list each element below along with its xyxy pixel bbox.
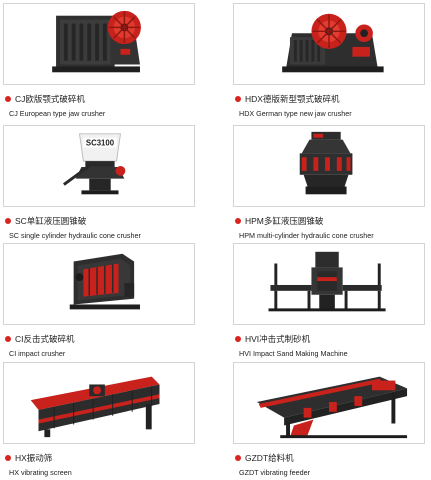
bullet-icon xyxy=(5,336,11,342)
product-image-gzdt[interactable] xyxy=(233,362,425,444)
product-image-sc[interactable]: SC3100 xyxy=(3,125,195,207)
product-title-en[interactable]: HPM multi-cylinder hydraulic cone crushe… xyxy=(239,231,374,240)
product-title-en[interactable]: CI impact crusher xyxy=(9,349,66,358)
product-image-hdx[interactable] xyxy=(233,3,425,85)
product-image-cj[interactable] xyxy=(3,3,195,85)
jaw-crusher-icon xyxy=(282,13,384,73)
product-caption-cj: CJ欧版颚式破碎机 CJ European type jaw crusher xyxy=(3,93,203,118)
bullet-icon xyxy=(5,96,11,102)
product-caption-hvi: HVI冲击式制砂机 HVI Impact Sand Making Machine xyxy=(233,333,431,358)
product-title-zh[interactable]: HPM多缸液压圆锥破 xyxy=(245,216,324,226)
product-title-zh[interactable]: CI反击式破碎机 xyxy=(15,334,75,344)
impact-crusher-icon xyxy=(69,253,140,310)
product-title-en[interactable]: HVI Impact Sand Making Machine xyxy=(239,349,348,358)
product-title-en[interactable]: SC single cylinder hydraulic cone crushe… xyxy=(9,231,141,240)
product-caption-sc: SC单缸液压圆锥破 SC single cylinder hydraulic c… xyxy=(3,215,203,240)
product-caption-gzdt: GZDT给料机 GZDT vibrating feeder xyxy=(233,452,431,477)
product-title-zh[interactable]: CJ欧版颚式破碎机 xyxy=(15,94,85,104)
bullet-icon xyxy=(235,455,241,461)
vibrating-feeder-icon xyxy=(256,376,408,439)
product-title-zh[interactable]: HVI冲击式制砂机 xyxy=(245,334,311,344)
product-caption-hdx: HDX德版新型颚式破碎机 HDX German type new jaw cru… xyxy=(233,93,431,118)
bullet-icon xyxy=(235,96,241,102)
product-caption-hx: HX振动筛 HX vibrating screen xyxy=(3,452,203,477)
product-title-zh[interactable]: HX振动筛 xyxy=(15,453,53,463)
product-image-hvi[interactable] xyxy=(233,243,425,325)
product-title-zh[interactable]: HDX德版新型颚式破碎机 xyxy=(245,94,340,104)
product-title-zh[interactable]: SC单缸液压圆锥破 xyxy=(15,216,87,226)
bullet-icon xyxy=(235,218,241,224)
product-title-en[interactable]: GZDT vibrating feeder xyxy=(239,468,310,477)
jaw-crusher-icon xyxy=(52,10,141,73)
cone-crusher-icon: SC3100 xyxy=(63,133,126,195)
product-caption-hpm: HPM多缸液压圆锥破 HPM multi-cylinder hydraulic … xyxy=(233,215,431,240)
bullet-icon xyxy=(235,336,241,342)
product-caption-ci: CI反击式破碎机 CI impact crusher xyxy=(3,333,203,358)
bullet-icon xyxy=(5,218,11,224)
cone-crusher-icon xyxy=(299,131,353,195)
product-image-hx[interactable] xyxy=(3,362,195,444)
product-image-ci[interactable] xyxy=(3,243,195,325)
product-title-en[interactable]: HX vibrating screen xyxy=(9,468,72,477)
product-title-zh[interactable]: GZDT给料机 xyxy=(245,453,294,463)
machine-label-text: SC3100 xyxy=(86,139,115,148)
vibrating-screen-icon xyxy=(30,376,160,438)
bullet-icon xyxy=(5,455,11,461)
product-title-en[interactable]: CJ European type jaw crusher xyxy=(9,109,106,118)
sand-maker-icon xyxy=(268,251,386,312)
product-image-hpm[interactable] xyxy=(233,125,425,207)
product-title-en[interactable]: HDX German type new jaw crusher xyxy=(239,109,352,118)
